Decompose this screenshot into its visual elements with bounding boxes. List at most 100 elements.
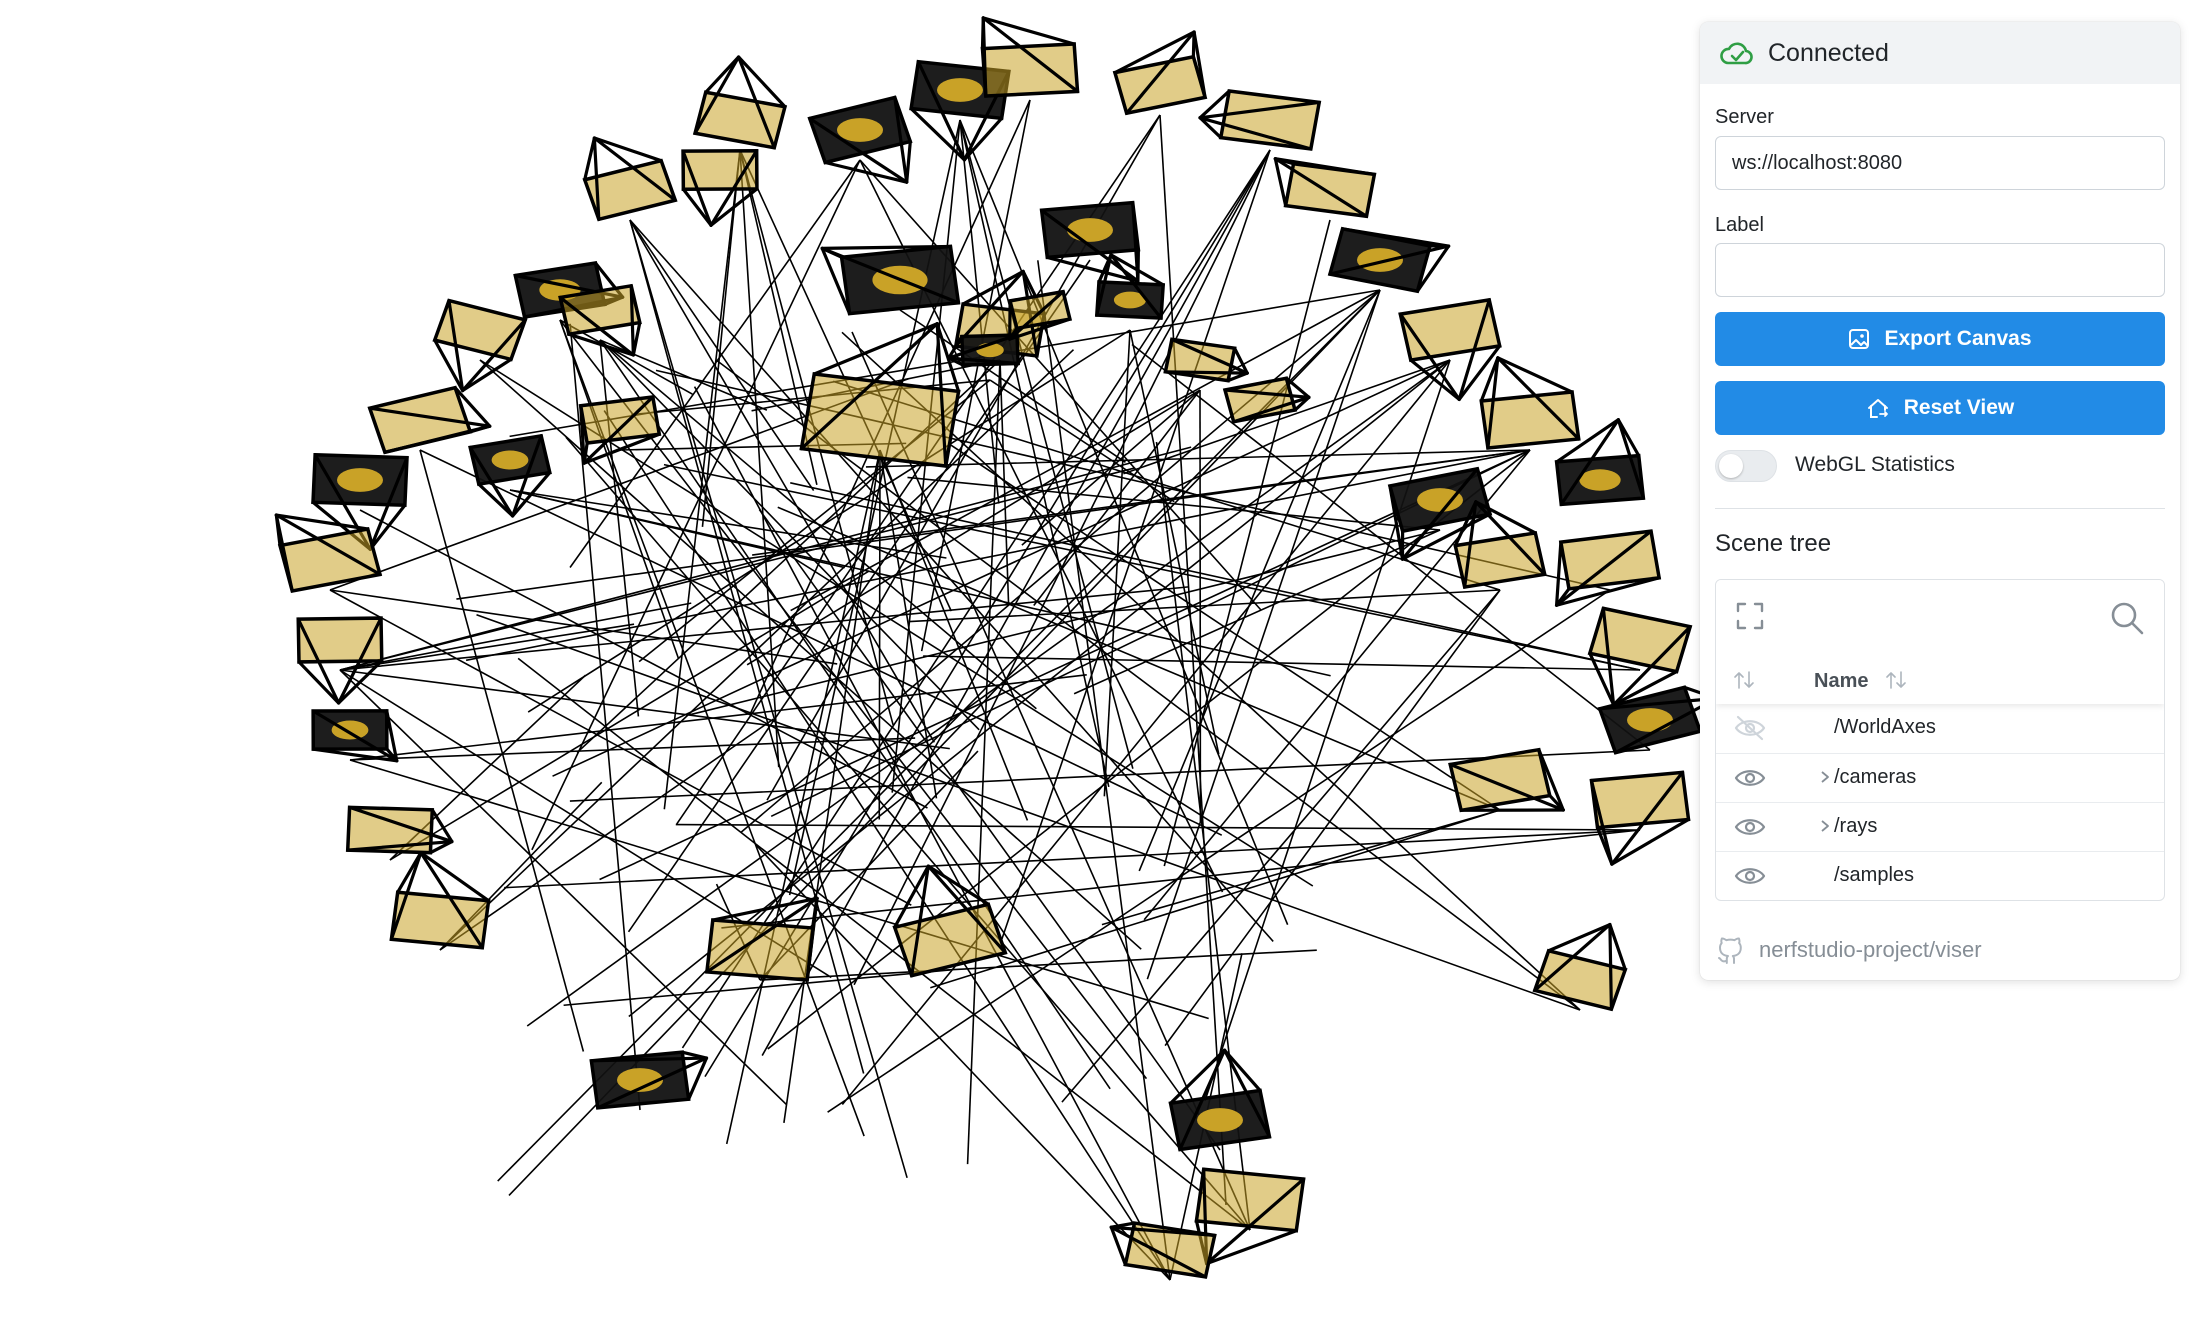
image-plane — [1163, 337, 1237, 383]
frustum-edge — [799, 322, 939, 451]
ray-line — [715, 359, 1581, 1011]
frustum-edge — [1613, 696, 1719, 755]
sort-arrows-icon[interactable] — [1732, 668, 1756, 692]
divider — [1715, 508, 2165, 509]
frustum-edge — [1496, 356, 1581, 441]
ray-line — [752, 449, 1531, 556]
frustum-edge — [812, 322, 939, 376]
tree-row-worldaxes[interactable]: /WorldAxes — [1716, 704, 2164, 753]
image-content — [337, 468, 383, 492]
frustum-edge — [1198, 100, 1321, 120]
frustum-edge — [681, 149, 713, 227]
tree-row-cameras[interactable]: /cameras — [1716, 753, 2164, 802]
frustum-edge — [1554, 587, 1571, 607]
frustum-edge — [368, 503, 407, 551]
export-canvas-label: Export Canvas — [1884, 327, 2032, 350]
search-icon[interactable] — [2109, 600, 2145, 636]
frustum-edge — [1486, 356, 1500, 450]
ray-line — [517, 657, 1251, 1231]
camera-frustum — [1554, 529, 1662, 607]
tree-row-label: /rays — [1834, 815, 1878, 837]
camera-frustum — [1168, 1048, 1272, 1152]
export-canvas-button[interactable]: Export Canvas — [1715, 312, 2165, 366]
sort-arrows-icon[interactable] — [1884, 668, 1908, 692]
connection-header: Connected — [1700, 22, 2180, 84]
chevron-right-icon[interactable] — [1819, 769, 1831, 785]
frustum-edge — [1192, 30, 1207, 99]
ray-line — [329, 589, 912, 906]
camera-frustum — [807, 95, 913, 184]
scene-canvas[interactable] — [0, 0, 1720, 1333]
frustum-edge — [1496, 356, 1574, 394]
frustum-edge — [947, 356, 965, 367]
frustum-edge — [1222, 1048, 1272, 1139]
frustum-edge — [1205, 1229, 1298, 1266]
camera-frustum — [1198, 89, 1322, 151]
frustum-edge — [1109, 253, 1163, 320]
frustum-edge — [1611, 625, 1692, 707]
frustum-edge — [596, 1056, 709, 1110]
frustum-edge — [736, 55, 776, 150]
frustum-edge — [274, 513, 370, 531]
frustum-edge — [1610, 770, 1685, 866]
frustum-edge — [1533, 922, 1612, 993]
image-content — [1417, 488, 1463, 512]
ray-line — [920, 99, 1031, 652]
frustum-edge — [592, 136, 677, 202]
eye-icon[interactable] — [1734, 765, 1766, 791]
tree-row-samples[interactable]: /samples — [1716, 851, 2164, 900]
server-input[interactable] — [1715, 136, 2165, 190]
tree-row-rays[interactable]: /rays — [1716, 802, 2164, 851]
frustum-edge — [383, 424, 492, 454]
eye-icon[interactable] — [1734, 814, 1766, 840]
ray-line — [629, 219, 865, 1074]
frustum-edge — [1113, 30, 1196, 75]
chevron-right-icon[interactable] — [1819, 818, 1831, 834]
eye-icon[interactable] — [1734, 863, 1766, 889]
label-input[interactable] — [1715, 243, 2165, 297]
camera-frustum — [558, 283, 642, 357]
github-icon — [1718, 937, 1742, 964]
ray-line — [1061, 589, 1501, 1103]
frustum-edge — [1457, 344, 1502, 401]
frustum-edge — [419, 851, 484, 950]
name-column-header[interactable]: Name — [1814, 670, 1869, 692]
ray-line — [1123, 359, 1451, 475]
frustum-edge — [1008, 317, 1072, 341]
cloud-check-icon — [1720, 42, 1753, 65]
frustum-edge — [1045, 255, 1140, 283]
eye-off-icon[interactable] — [1734, 715, 1766, 741]
frustum-edge — [1233, 346, 1249, 375]
frustum-edge — [1205, 1177, 1306, 1266]
reset-view-button[interactable]: Reset View — [1715, 381, 2165, 435]
frustum-edge — [1409, 358, 1461, 401]
tree-row-label: /WorldAxes — [1834, 716, 1936, 738]
frustum-edge — [947, 333, 1019, 360]
frustum-edge — [1548, 793, 1565, 812]
expand-icon[interactable] — [1734, 600, 1766, 632]
tree-row-label: /cameras — [1834, 766, 1917, 788]
ray-line — [349, 674, 1087, 761]
footer-link[interactable]: nerfstudio-project/viser — [1715, 932, 1982, 968]
frustum-edge — [368, 456, 409, 551]
frustum-edge — [583, 136, 597, 182]
ray-line — [759, 949, 1317, 981]
camera-frustum — [892, 864, 1008, 978]
camera-frustum — [1112, 30, 1208, 116]
image-plane — [1218, 89, 1322, 151]
frustum-edge — [511, 434, 543, 518]
ray-line — [629, 219, 1274, 942]
ray-line — [599, 339, 980, 731]
frustum-edge — [1601, 606, 1616, 707]
frustum-edge — [1589, 778, 1614, 866]
frustum-edge — [274, 513, 294, 593]
frustum-edge — [461, 357, 513, 393]
frustum-edge — [1398, 312, 1461, 401]
ray-line — [359, 509, 928, 809]
ray-line — [339, 669, 788, 1106]
tree-row-label: /samples — [1834, 864, 1915, 886]
camera-frustum — [681, 148, 759, 227]
frustum-edge — [947, 356, 1020, 366]
frustum-edge — [419, 851, 491, 903]
webgl-statistics-toggle[interactable] — [1715, 450, 1777, 482]
